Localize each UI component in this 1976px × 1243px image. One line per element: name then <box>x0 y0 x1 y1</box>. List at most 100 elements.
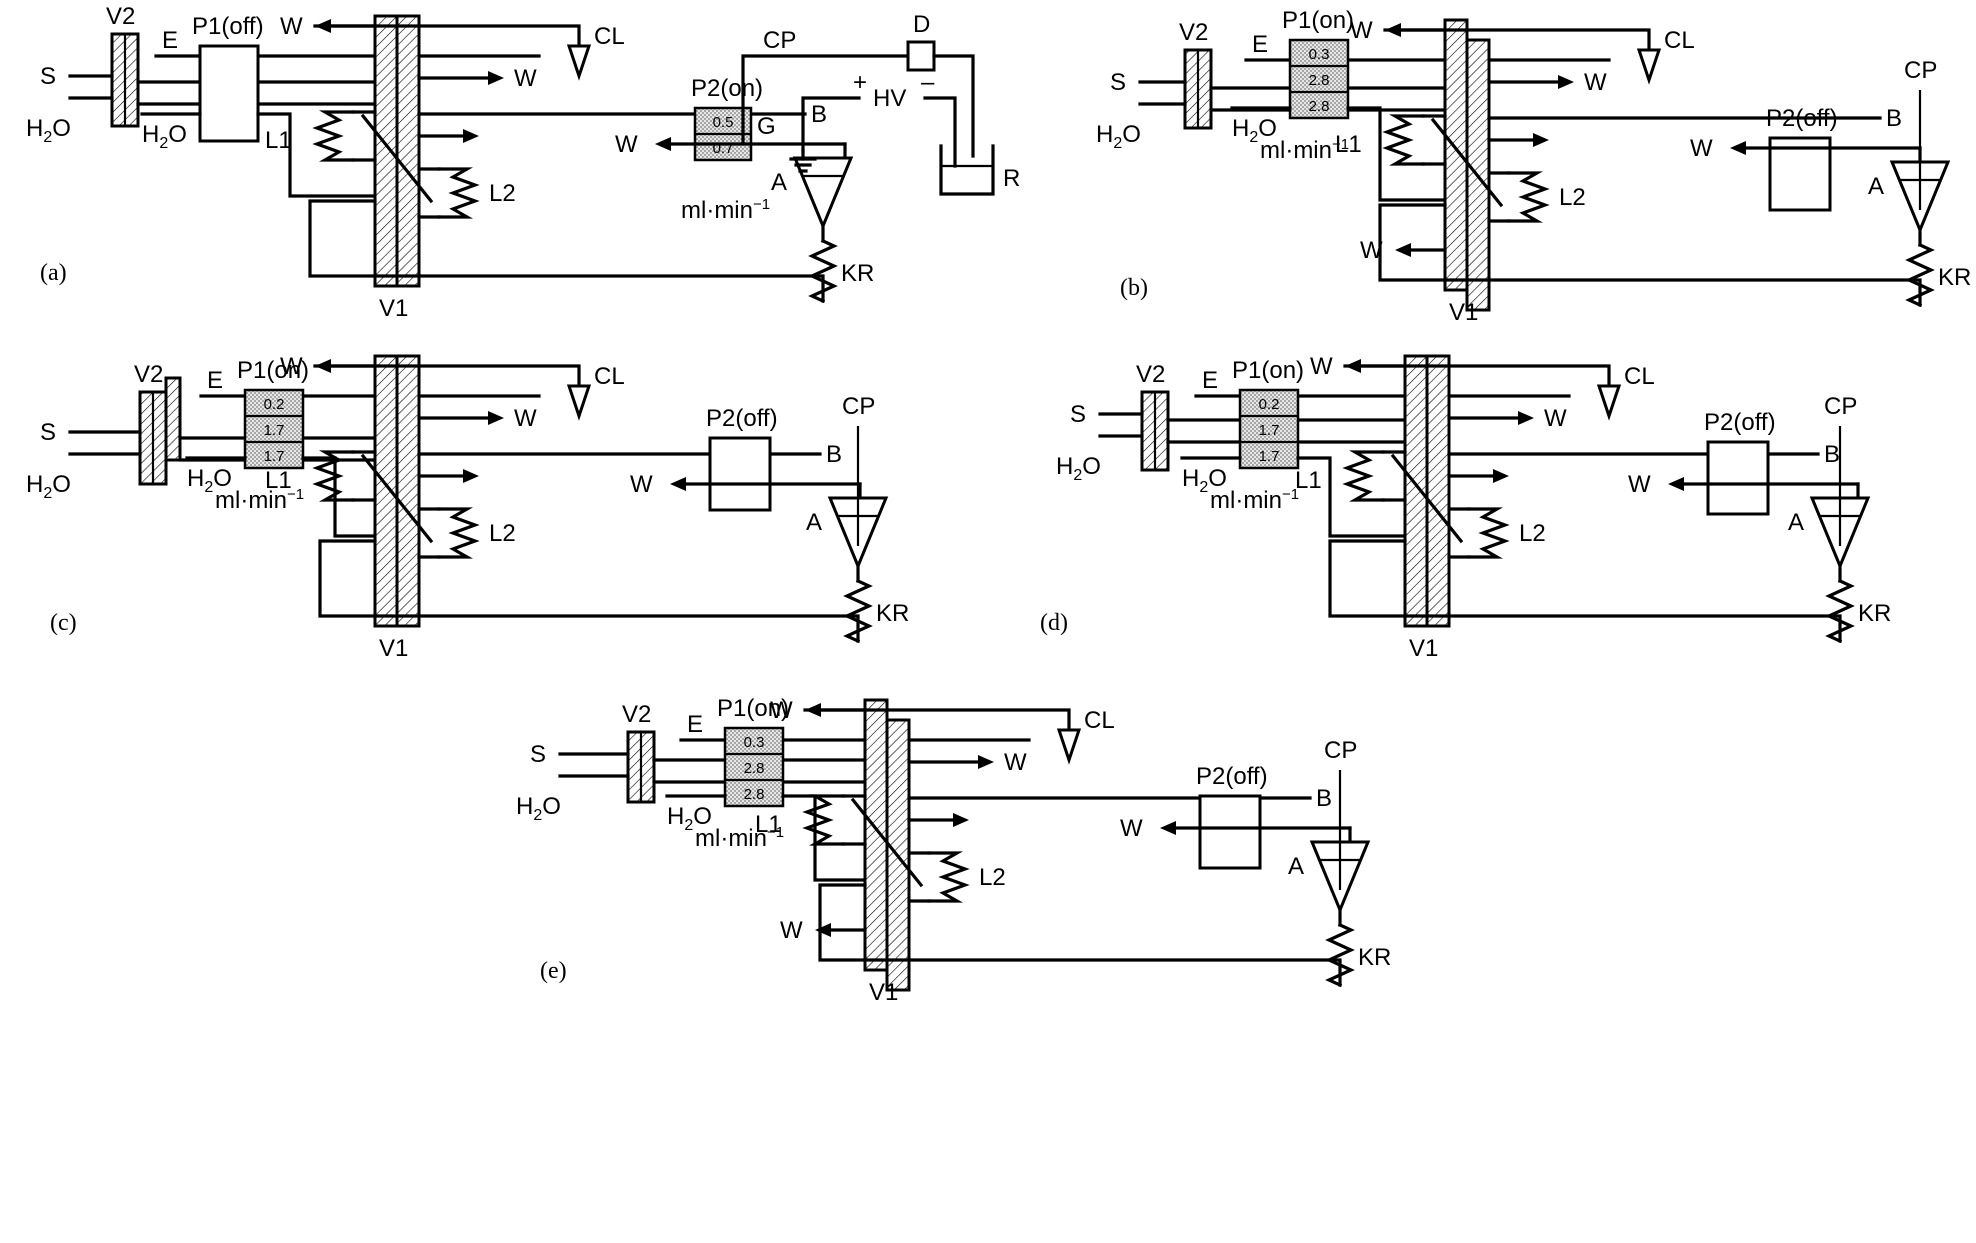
reservoir-label: A <box>1788 509 1804 536</box>
eluent-label: E <box>687 711 703 738</box>
reservoir-r-label: R <box>1003 165 1020 192</box>
arrow-head-icon <box>978 755 994 769</box>
h2o-label: H2O <box>667 803 712 834</box>
flow-rate-value: 2.8 <box>1309 98 1330 115</box>
h2o-h: H <box>1056 453 1073 480</box>
waste-label: W <box>280 353 303 380</box>
valve-v1-channel <box>360 113 434 204</box>
valve-v1-stator <box>1443 18 1469 292</box>
loop-l1-coil <box>1382 114 1425 166</box>
reservoir-label: A <box>771 169 787 196</box>
buffer-label: B <box>1824 441 1840 468</box>
flow-rate-value: 2.8 <box>744 760 765 777</box>
flow-rate-unit: ml·min−1 <box>681 196 770 224</box>
pump-p1-label: P1(on) <box>237 357 309 384</box>
loop-l2-coil <box>437 167 480 219</box>
hv-negative-lead <box>923 96 957 168</box>
valve-v1-channel <box>360 453 434 544</box>
waste-label: W <box>780 917 803 944</box>
valve-v1-rotor <box>395 14 421 288</box>
arrow-head-icon <box>670 477 686 491</box>
h2o-sub: 2 <box>1073 467 1082 484</box>
cl-line <box>1383 28 1651 52</box>
loop-l1-coil <box>312 450 355 502</box>
flow-unit-base: ml·min <box>215 487 287 514</box>
waste-label: W <box>1584 69 1607 96</box>
h2o-label: H2O <box>187 465 232 496</box>
flow-rate-unit: ml·min−1 <box>215 486 304 514</box>
hv-positive: + <box>853 69 867 96</box>
column-cl-icon <box>1596 384 1622 421</box>
arrow-head-icon <box>463 129 479 143</box>
waste-label: W <box>1310 353 1333 380</box>
reservoir-label: A <box>806 509 822 536</box>
h2o-sub: 2 <box>43 485 52 502</box>
flow-rate-value: 0.2 <box>1259 396 1280 413</box>
h2o-h: H <box>26 115 43 142</box>
flow-rate-value: 1.7 <box>264 422 285 439</box>
return-line <box>1328 539 1842 643</box>
pump-p2-label: P2(off) <box>1196 763 1268 790</box>
h2o-h: H <box>667 803 684 830</box>
h2o-h: H <box>26 471 43 498</box>
h2o-sub: 2 <box>204 479 213 496</box>
capillary-label: CP <box>842 393 875 420</box>
pump-channel-block <box>723 726 785 808</box>
arrow-head-icon <box>655 137 671 151</box>
h2o-h: H <box>187 465 204 492</box>
valve-v1-stator <box>863 698 889 972</box>
valve-v2-label: V2 <box>106 3 135 30</box>
pump-p2 <box>1706 440 1770 516</box>
cl-line <box>1343 364 1611 388</box>
h2o-o: O <box>542 793 561 820</box>
waste-label: W <box>1004 749 1027 776</box>
panel-tag: (a) <box>40 260 67 286</box>
flow-rate-unit: ml·min−1 <box>1260 136 1349 164</box>
arrow-head-icon <box>1668 477 1684 491</box>
capillary-label: CP <box>1324 737 1357 764</box>
sample-label: S <box>40 419 56 446</box>
h2o-sub: 2 <box>684 817 693 834</box>
cl-line <box>803 708 1071 732</box>
column-cl-icon <box>1056 728 1082 765</box>
h2o-sub: 2 <box>1199 479 1208 496</box>
arrow-head-icon <box>1730 141 1746 155</box>
h2o-h: H <box>142 121 159 148</box>
flow-rate-value: 1.7 <box>1259 448 1280 465</box>
arrow-head-icon <box>815 923 831 937</box>
hv-capillary <box>741 54 910 143</box>
valve-v2-label: V2 <box>134 361 163 388</box>
cl-line <box>313 24 581 48</box>
column-label: CL <box>594 23 625 50</box>
valve-v1-rotor <box>1425 354 1451 628</box>
loop-l2-label: L2 <box>979 864 1006 891</box>
arrow-head-icon <box>488 411 504 425</box>
detector-d <box>906 40 936 72</box>
arrow-head-icon <box>1493 469 1509 483</box>
pump-p1-label: P1(off) <box>192 13 264 40</box>
return-line <box>1378 203 1922 307</box>
flow-unit-exponent: −1 <box>767 824 784 841</box>
h2o-o: O <box>1082 453 1101 480</box>
column-cl-icon <box>566 384 592 421</box>
valve-v1-label: V1 <box>379 635 408 662</box>
column-label: CL <box>1664 27 1695 54</box>
pump-p2 <box>708 436 772 512</box>
reservoir-r <box>939 144 995 196</box>
buffer-label: B <box>811 101 827 128</box>
valve-v1-channel <box>1390 453 1464 544</box>
column-cl-icon <box>566 44 592 81</box>
panel-tag: (d) <box>1040 610 1068 636</box>
loop-l2-label: L2 <box>489 520 516 547</box>
flow-unit-exponent: −1 <box>1332 136 1349 153</box>
valve-v1-stator <box>373 14 399 288</box>
flow-unit-base: ml·min <box>695 825 767 852</box>
buffer-label: B <box>1316 785 1332 812</box>
flow-unit-exponent: −1 <box>287 486 304 503</box>
panel-a: V2SH2OEP1(off)H2OV1WWCLL1L2BP2(on)0.50.7… <box>26 3 1020 322</box>
restrictor-label: KR <box>841 260 874 287</box>
waste-label: W <box>514 65 537 92</box>
reservoir-label: A <box>1288 853 1304 880</box>
flow-unit-exponent: −1 <box>753 196 770 213</box>
